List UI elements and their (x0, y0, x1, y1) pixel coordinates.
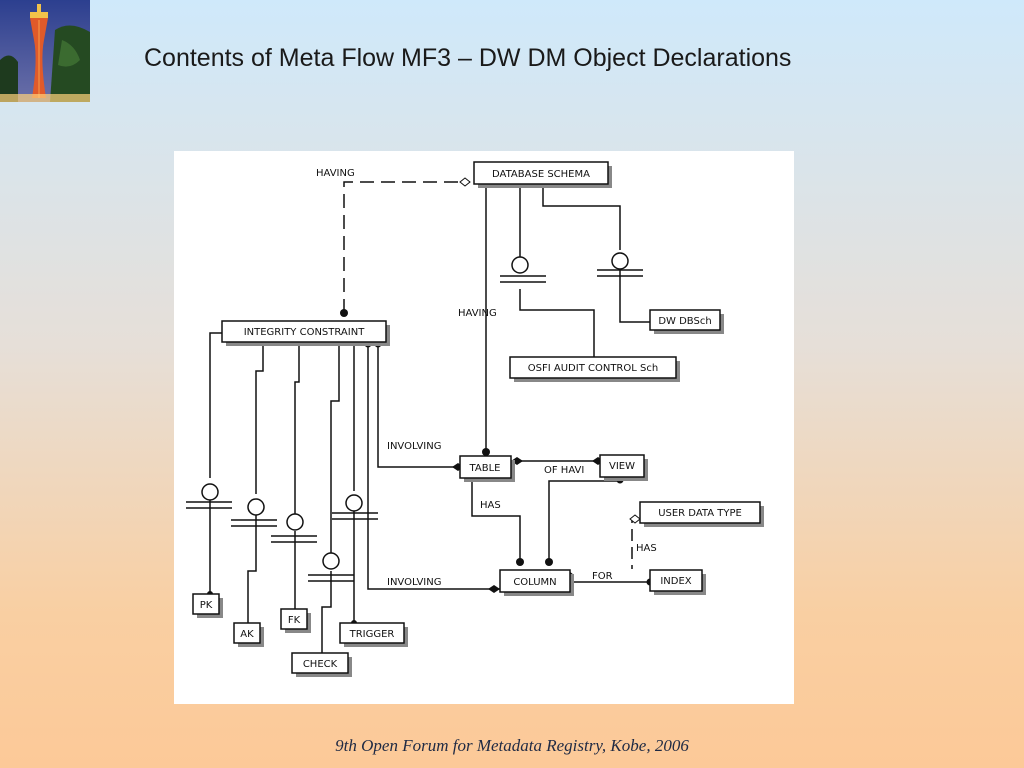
hollow-diamonds (459, 177, 641, 524)
entity-check: CHECK (291, 652, 352, 677)
entity-integrity-constraint: INTEGRITY CONSTRAINT (221, 320, 390, 346)
cardinality-circles (201, 252, 629, 570)
pk-label: PK (200, 600, 213, 611)
has-udt-label: HAS (636, 543, 657, 554)
entity-column: COLUMN (499, 569, 574, 596)
er-diagram: DATABASE SCHEMA INTEGRITY CONSTRAINT DW … (174, 151, 794, 704)
entity-table: TABLE (459, 455, 515, 482)
dw-dbsch-label: DW DBSch (658, 316, 711, 327)
table-label: TABLE (469, 463, 501, 474)
integrity-constraint-label: INTEGRITY CONSTRAINT (244, 327, 366, 338)
trigger-label: TRIGGER (349, 629, 395, 640)
of-having-label: OF HAVI (544, 465, 584, 476)
user-data-type-label: USER DATA TYPE (658, 508, 742, 519)
database-schema-label: DATABASE SCHEMA (492, 169, 590, 180)
osfi-audit-label: OSFI AUDIT CONTROL Sch (528, 363, 658, 374)
footer-caption: 9th Open Forum for Metadata Registry, Ko… (335, 736, 689, 755)
index-label: INDEX (660, 576, 691, 587)
view-label: VIEW (609, 461, 635, 472)
logo (0, 0, 90, 102)
page-title: Contents of Meta Flow MF3 – DW DM Object… (144, 44, 792, 72)
entity-osfi-audit: OSFI AUDIT CONTROL Sch (509, 356, 680, 382)
entity-dw-dbsch: DW DBSch (649, 309, 724, 334)
entity-fk: FK (280, 608, 311, 633)
entity-boxes: DATABASE SCHEMA INTEGRITY CONSTRAINT DW … (192, 161, 764, 677)
having-mid-label: HAVING (458, 308, 497, 319)
entity-trigger: TRIGGER (339, 622, 408, 647)
entity-view: VIEW (599, 454, 648, 481)
has-table-label: HAS (480, 500, 501, 511)
er-diagram-canvas: DATABASE SCHEMA INTEGRITY CONSTRAINT DW … (186, 161, 764, 677)
entity-database-schema: DATABASE SCHEMA (473, 161, 612, 188)
entity-index: INDEX (649, 569, 706, 595)
fk-label: FK (288, 615, 301, 626)
relationship-lines (186, 181, 650, 653)
column-label: COLUMN (513, 577, 556, 588)
check-label: CHECK (303, 659, 338, 670)
kobe-port-tower-icon (0, 0, 90, 102)
involving-table-label: INVOLVING (387, 441, 441, 452)
relationship-labels: HAVING HAVING INVOLVING OF HAVI HAS HAS … (316, 168, 657, 588)
involving-column-label: INVOLVING (387, 577, 441, 588)
ak-label: AK (240, 629, 254, 640)
entity-pk: PK (192, 593, 223, 618)
for-label: FOR (592, 571, 613, 582)
entity-ak: AK (233, 622, 264, 647)
having-top-label: HAVING (316, 168, 355, 179)
entity-user-data-type: USER DATA TYPE (639, 501, 764, 527)
